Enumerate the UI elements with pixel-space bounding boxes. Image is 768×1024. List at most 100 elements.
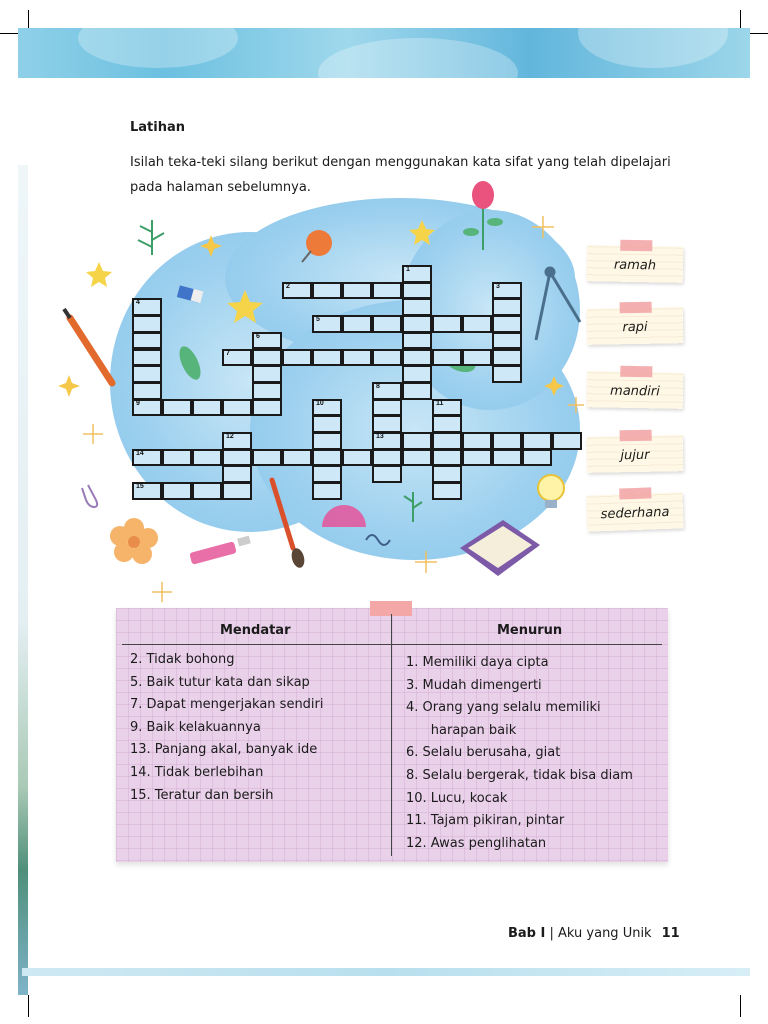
crossword-cell[interactable] xyxy=(132,365,162,383)
crossword-cell[interactable] xyxy=(312,432,342,450)
crossword-cell[interactable] xyxy=(402,365,432,383)
crossword-cell[interactable] xyxy=(462,348,492,367)
crossword-cell[interactable] xyxy=(282,348,312,367)
crossword-cell[interactable] xyxy=(432,348,462,367)
crop-mark xyxy=(740,10,741,32)
crossword-cell[interactable] xyxy=(162,398,192,417)
crossword-cell[interactable] xyxy=(492,365,522,383)
crossword-cell[interactable] xyxy=(492,348,522,367)
crossword-cell[interactable] xyxy=(492,331,522,350)
crossword-cell[interactable] xyxy=(222,465,252,484)
crossword-cell[interactable] xyxy=(312,482,342,500)
crossword-cell[interactable]: 4 xyxy=(132,298,162,317)
crossword-cell[interactable] xyxy=(192,482,222,500)
protractor-icon xyxy=(322,505,366,527)
crossword-cell[interactable] xyxy=(432,465,462,484)
footer-band xyxy=(22,968,750,976)
squiggle-icon xyxy=(365,534,391,546)
crossword-cell[interactable] xyxy=(492,315,522,333)
crossword-cell[interactable]: 13 xyxy=(372,432,402,450)
crossword-cell[interactable] xyxy=(192,448,222,467)
crossword-cell[interactable] xyxy=(312,465,342,484)
chapter-label: Bab I xyxy=(508,926,546,941)
crossword-cell[interactable] xyxy=(522,432,552,450)
crossword-cell[interactable] xyxy=(282,448,312,467)
crossword-cell[interactable] xyxy=(372,448,402,467)
crossword-cell[interactable]: 1 xyxy=(402,265,432,283)
crossword-cell[interactable]: 7 xyxy=(222,348,252,367)
crossword-cell[interactable] xyxy=(462,432,492,450)
crossword-cell[interactable] xyxy=(252,448,282,467)
crossword-cell[interactable]: 15 xyxy=(132,482,162,500)
crossword-cell[interactable] xyxy=(462,315,492,333)
crossword-cell[interactable] xyxy=(162,448,192,467)
crossword-cell[interactable]: 10 xyxy=(312,398,342,417)
tape-decoration xyxy=(370,601,412,616)
crossword-cell[interactable] xyxy=(312,415,342,433)
crossword-cell[interactable] xyxy=(432,432,462,450)
crossword-cell[interactable] xyxy=(252,381,282,400)
crossword-cell[interactable] xyxy=(252,365,282,383)
divider xyxy=(391,614,392,856)
crossword-cell[interactable] xyxy=(432,315,462,333)
crossword-cell[interactable] xyxy=(312,448,342,467)
crossword-cell[interactable] xyxy=(312,348,342,367)
crossword-cell[interactable] xyxy=(252,398,282,417)
clue-number: 14 xyxy=(136,449,144,457)
crossword-cell[interactable] xyxy=(402,331,432,350)
crossword-cell[interactable] xyxy=(342,281,372,300)
crossword-cell[interactable] xyxy=(402,315,432,333)
crossword-cell[interactable] xyxy=(342,315,372,333)
crossword-cell[interactable] xyxy=(432,448,462,467)
crossword-cell[interactable]: 9 xyxy=(132,398,162,417)
crossword-cell[interactable] xyxy=(372,398,402,417)
crop-mark xyxy=(28,10,29,32)
crossword-cell[interactable] xyxy=(552,432,582,450)
crossword-cell[interactable] xyxy=(402,298,432,317)
clue-across: 9. Baik kelakuannya xyxy=(130,720,261,735)
crossword-cell[interactable] xyxy=(222,398,252,417)
crossword-cell[interactable] xyxy=(342,448,372,467)
crossword-cell[interactable] xyxy=(402,448,432,467)
crossword-cell[interactable]: 2 xyxy=(282,281,312,300)
crossword-cell[interactable] xyxy=(372,465,402,484)
crossword-cell[interactable] xyxy=(432,482,462,500)
crossword-cell[interactable]: 6 xyxy=(252,331,282,350)
crossword-cell[interactable] xyxy=(402,381,432,400)
crossword-cell[interactable]: 12 xyxy=(222,432,252,450)
crossword-cell[interactable] xyxy=(372,348,402,367)
word-bank-note: sederhana xyxy=(586,487,684,532)
crossword-cell[interactable] xyxy=(522,448,552,467)
crossword-cell[interactable] xyxy=(462,448,492,467)
crossword-cell[interactable] xyxy=(132,381,162,400)
crossword-cell[interactable] xyxy=(402,281,432,300)
crossword-cell[interactable] xyxy=(132,331,162,350)
crossword-cell[interactable] xyxy=(372,281,402,300)
crossword-cell[interactable] xyxy=(222,482,252,500)
clue-across: 7. Dapat mengerjakan sendiri xyxy=(130,697,324,712)
crossword-cell[interactable]: 8 xyxy=(372,381,402,400)
crossword-cell[interactable] xyxy=(132,348,162,367)
clue-number: 8 xyxy=(376,382,380,390)
crossword-cell[interactable] xyxy=(402,348,432,367)
crossword-cell[interactable] xyxy=(492,298,522,317)
crossword-cell[interactable] xyxy=(132,315,162,333)
crossword-cell[interactable] xyxy=(372,415,402,433)
word-bank-note: rapi xyxy=(586,301,684,345)
crossword-cell[interactable] xyxy=(192,398,222,417)
crossword-cell[interactable]: 14 xyxy=(132,448,162,467)
crossword-cell[interactable] xyxy=(402,432,432,450)
crossword-cell[interactable] xyxy=(492,432,522,450)
crossword-cell[interactable]: 3 xyxy=(492,281,522,300)
crossword-cell[interactable] xyxy=(222,448,252,467)
crossword-cell[interactable] xyxy=(372,315,402,333)
crossword-cell[interactable] xyxy=(492,448,522,467)
crossword-cell[interactable] xyxy=(432,415,462,433)
crossword-cell[interactable] xyxy=(162,482,192,500)
crossword-cell[interactable]: 5 xyxy=(312,315,342,333)
mendatar-heading: Mendatar xyxy=(220,623,291,638)
crossword-cell[interactable] xyxy=(342,348,372,367)
crossword-cell[interactable] xyxy=(312,281,342,300)
crossword-cell[interactable]: 11 xyxy=(432,398,462,417)
crossword-cell[interactable] xyxy=(252,348,282,367)
